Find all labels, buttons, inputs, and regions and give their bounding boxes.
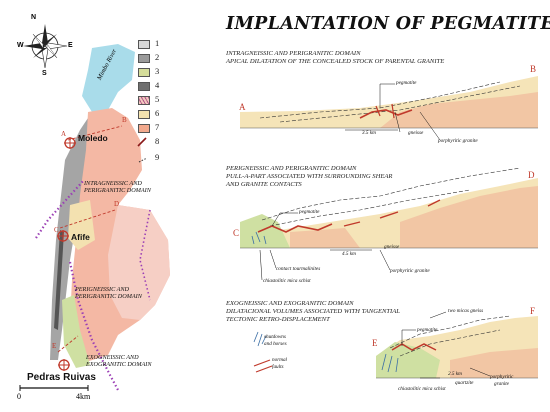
section-letter-e: E — [372, 338, 378, 348]
legend-num-8: 8 — [155, 136, 160, 146]
town-marker-icon — [58, 359, 70, 371]
legend-swatch-5 — [138, 96, 150, 105]
pink-domain — [108, 205, 170, 320]
s1-scale-label: 3.5 km — [362, 130, 376, 136]
faults-label-1: normal — [272, 357, 287, 363]
s1-gneisse-label: gneisse — [408, 130, 424, 136]
section-2-line2: PULL-A-PART ASSOCIATED WITH SURROUNDING … — [226, 173, 393, 180]
map-mark-a: A — [61, 130, 67, 138]
cross-section-ab — [240, 76, 538, 141]
s3-schist-label: chiastolitic mica schist — [398, 386, 446, 392]
s3-quartzite-label: quartzite — [455, 380, 474, 386]
legend-swatch-2 — [138, 54, 150, 63]
town-marker-icon — [64, 137, 76, 149]
domain-1-line2: PERIGRANITIC DOMAIN — [84, 187, 151, 194]
scale-zero: 0 — [17, 392, 21, 401]
domain-2-line1: PERIGNEISSIC AND — [75, 286, 130, 293]
river-area — [82, 44, 135, 112]
section-3-line2: DILATACIONAL VOLUMES ASSOCIATED WITH TAN… — [226, 308, 400, 315]
legend-num-5: 5 — [155, 94, 160, 104]
s3-pegmatite-label: pegmatite — [417, 327, 438, 333]
compass-west: W — [17, 42, 24, 49]
lineament-symbol-icon — [138, 157, 148, 163]
section-2-line3: AND GRANITE CONTACTS — [226, 181, 302, 188]
domain-3-line1: EXOGNEISSIC AND — [86, 354, 139, 361]
s3-two-micas-label: two micas gneiss — [448, 308, 484, 314]
section-2-line1: PERIGNEISSIC AND PERIGRANITIC DOMAIN — [226, 165, 357, 172]
legend-num-3: 3 — [155, 66, 160, 76]
cross-section-cd — [240, 167, 538, 281]
faults-label-2: faults — [272, 364, 284, 370]
section-1-line1: INTRAGNEISSIC AND PERIGRANITIC DOMAIN — [226, 50, 361, 57]
s2-gneisse-label: gneisse — [384, 244, 400, 250]
map-mark-e: E — [52, 342, 57, 350]
legend-swatch-4 — [138, 82, 150, 91]
town-pedras-ruivas: Pedras Ruivas — [27, 372, 96, 383]
map-mark-b: B — [122, 116, 127, 124]
s3-granite-label: porphyritic — [490, 374, 514, 380]
cross-section-ef — [376, 311, 538, 379]
section-heading-1: INTRAGNEISSIC AND PERIGRANITIC DOMAIN AP… — [226, 50, 444, 66]
map-mark-d: D — [114, 200, 120, 208]
shutdowns-label-2: and horses — [264, 341, 287, 347]
section-3-line3: TECTONIC RETRO-DISPLACEMENT — [226, 316, 330, 323]
s2-schist-label: chiastolitic mica schist — [263, 278, 311, 284]
compass-north: N — [31, 14, 37, 21]
domain-label-1: INTRAGNEISSIC AND PERIGRANITIC DOMAIN — [84, 180, 151, 194]
s2-scale-label: 4.5 km — [342, 251, 356, 257]
section-heading-3: EXOGNEISSIC AND EXOGRANITIC DOMAIN DILAT… — [226, 300, 400, 324]
domain-label-2: PERIGNEISSIC AND PERIGRANITIC DOMAIN — [75, 286, 142, 300]
legend-num-4: 4 — [155, 80, 160, 90]
section-letter-a: A — [239, 102, 246, 112]
compass-south: S — [42, 70, 47, 77]
s1-granite-label: porphyritic granite — [438, 138, 478, 144]
compass-east: E — [68, 42, 73, 49]
legend-num-6: 6 — [155, 108, 160, 118]
section-heading-2: PERIGNEISSIC AND PERIGRANITIC DOMAIN PUL… — [226, 165, 392, 189]
s1-pegmatite-label: pegmatite — [396, 80, 417, 86]
map-mark-c: C — [54, 226, 59, 234]
scale-end: 4km — [76, 392, 91, 401]
legend-swatch-1 — [138, 40, 150, 49]
s2-pegmatite-label: pegmatite — [299, 209, 320, 215]
domain-2-line2: PERIGRANITIC DOMAIN — [75, 293, 142, 300]
town-afife: Afife — [71, 232, 90, 242]
domain-1-line1: INTRAGNEISSIC AND — [84, 180, 142, 187]
legend-swatch-6 — [138, 110, 150, 119]
town-moledo: Moledo — [78, 133, 108, 143]
legend-num-7: 7 — [155, 122, 160, 132]
green-belt — [62, 295, 90, 368]
page-title: IMPLANTATION OF PEGMATITES — [226, 14, 550, 34]
domain-label-3: EXOGNEISSIC AND EXOGRANITIC DOMAIN — [86, 354, 151, 368]
section-letter-c: C — [233, 228, 240, 238]
s3-scale-label: 2.5 km — [448, 371, 462, 377]
fault-symbol-icon — [137, 137, 147, 147]
s2-tourmalinites-label: contact tourmalinites — [276, 266, 321, 272]
town-marker-icon — [57, 230, 69, 242]
beige-area — [68, 200, 95, 250]
s2-granite-label: porphyritic granite — [390, 268, 430, 274]
shutdowns-symbol-icon — [253, 331, 267, 347]
legend-swatch-7 — [138, 124, 150, 133]
section-1-line2: APICAL DILATATION OF THE CONCEALED STOCK… — [226, 58, 445, 65]
section-letter-f: F — [530, 306, 536, 316]
section-letter-b: B — [530, 64, 537, 74]
legend-num-1: 1 — [155, 38, 160, 48]
domain-3-line2: EXOGRANITIC DOMAIN — [86, 361, 152, 368]
normal-fault-symbol-icon — [253, 359, 273, 373]
legend-num-9: 9 — [155, 152, 160, 162]
section-3-line1: EXOGNEISSIC AND EXOGRANITIC DOMAIN — [226, 300, 354, 307]
compass-icon — [23, 24, 68, 69]
legend-swatch-3 — [138, 68, 150, 77]
s3-granite2-label: granite — [494, 381, 509, 387]
section-letter-d: D — [528, 170, 535, 180]
legend-num-2: 2 — [155, 52, 160, 62]
shutdowns-label-1: shutdowns — [264, 334, 286, 340]
